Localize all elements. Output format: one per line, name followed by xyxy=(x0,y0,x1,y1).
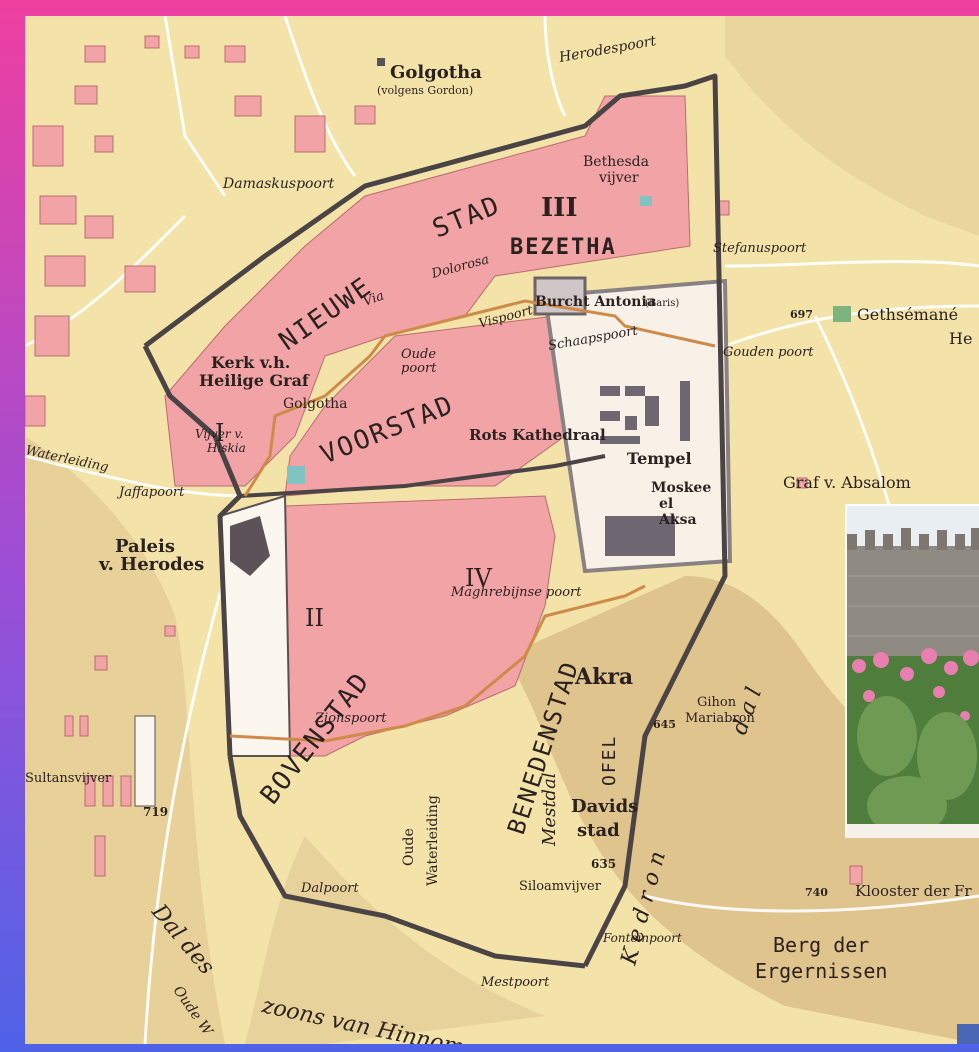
label-nieuwe: NIEUWE xyxy=(274,271,378,356)
label-akra: Akra xyxy=(574,664,633,690)
label-rots-kathedraal: Rots Kathedraal xyxy=(469,426,606,444)
label-gethsemane: Gethsémané xyxy=(857,305,958,324)
label-elev-697: 697 xyxy=(790,308,813,321)
label-jaffapoort: Jaffapoort xyxy=(116,485,185,500)
label-elev-645: 645 xyxy=(653,718,676,731)
golgotha-gordon-marker xyxy=(377,58,385,66)
label-oude-wl-2: Waterleiding xyxy=(425,795,441,886)
temple-mount xyxy=(533,276,733,574)
label-burcht-antonia: Burcht Antonia xyxy=(535,294,656,310)
inset-photo xyxy=(845,504,979,838)
label-gouden-poort: Gouden poort xyxy=(723,345,814,360)
label-damaskuspoort: Damaskuspoort xyxy=(222,176,335,192)
jerusalem-map: NIEUWE STAD III BEZETHA VOORSTAD I II IV… xyxy=(25,16,979,1044)
hezekiah-pool xyxy=(287,466,305,484)
label-ofel: OFEL xyxy=(599,735,620,786)
label-mestpoort: Mestpoort xyxy=(480,975,550,990)
label-dolorosa: Dolorosa xyxy=(429,252,491,282)
label-burcht-antonia-sub: (Baris) xyxy=(645,298,679,309)
label-stad: STAD xyxy=(428,190,505,244)
label-moskee-1: Moskee xyxy=(651,480,711,496)
label-waterleiding: Waterleiding xyxy=(25,443,110,475)
label-paleis-1: Paleis xyxy=(115,536,175,557)
label-elev-740: 740 xyxy=(805,886,828,899)
label-moskee-2: el xyxy=(659,496,673,512)
label-sultansvijver: Sultansvijver xyxy=(25,771,112,786)
city-walls xyxy=(142,73,728,969)
label-bethesda: Bethesda xyxy=(583,154,649,170)
bethesda-pool xyxy=(640,196,652,206)
label-golgotha: Golgotha xyxy=(283,396,347,412)
label-tempel: Tempel xyxy=(627,449,692,468)
label-golgotha-gordon-sub: (volgens Gordon) xyxy=(377,84,473,97)
label-golgotha-gordon: Golgotha xyxy=(390,62,482,83)
corner-block xyxy=(957,1024,979,1044)
outer-buildings xyxy=(25,35,863,885)
sultans-pool xyxy=(134,715,156,807)
label-num-ii: II xyxy=(305,604,324,632)
label-oude-wl-1: Oude xyxy=(401,828,417,866)
label-dal-des: Dal des xyxy=(146,899,219,980)
map-labels: NIEUWE STAD III BEZETHA VOORSTAD I II IV… xyxy=(25,33,972,1044)
label-vijver-2: Hiskia xyxy=(206,441,246,455)
label-dalpoort: Dalpoort xyxy=(300,881,360,896)
label-gihon-2: Mariabron xyxy=(685,711,756,726)
label-oude-1: Oude xyxy=(401,347,436,362)
label-kedron-1: K e d r o n xyxy=(616,849,671,969)
label-heilige-graf: Heilige Graf xyxy=(199,371,310,390)
label-gethsemane-2: He xyxy=(949,329,972,348)
label-herodespoort: Herodespoort xyxy=(557,33,658,66)
photo-drawing xyxy=(847,506,979,838)
label-fonteinpoort: Fonteinpoort xyxy=(602,931,682,945)
label-zionspoort: Zionspoort xyxy=(314,711,387,726)
label-num-iv: IV xyxy=(465,564,492,592)
second-wall xyxy=(229,299,716,743)
gethsemane-marker xyxy=(833,306,851,322)
map-drawing xyxy=(25,16,979,1044)
label-bezetha: BEZETHA xyxy=(510,235,617,260)
label-zoons: zoons van Hinnom xyxy=(259,993,467,1044)
label-berg-2: Ergernissen xyxy=(755,959,887,983)
label-num-i: I xyxy=(215,419,224,447)
city-areas xyxy=(164,95,691,757)
label-siloam: Siloamvijver xyxy=(519,879,602,894)
label-gihon-1: Gihon xyxy=(697,695,737,710)
label-klooster: Klooster der Fr xyxy=(855,882,972,900)
label-schaapspoort: Schaapspoort xyxy=(547,323,639,354)
label-maghrebijnse: Maghrebijnse poort xyxy=(450,585,582,600)
herod-palace xyxy=(218,494,292,757)
label-mestdal: Mestdal xyxy=(539,772,560,847)
label-bovenstad: BOVENSTAD xyxy=(255,667,376,811)
label-via: Via xyxy=(361,288,386,309)
label-davids-2: stad xyxy=(577,820,620,841)
label-kerk: Kerk v.h. xyxy=(211,353,290,372)
label-berg-1: Berg der xyxy=(773,933,869,957)
label-oude-2: poort xyxy=(401,361,437,376)
label-paleis-2: v. Herodes xyxy=(98,554,204,575)
hill-shading xyxy=(25,16,979,1044)
label-bethesda-sub: vijver xyxy=(598,170,639,186)
label-stefanuspoort: Stefanuspoort xyxy=(713,241,807,256)
label-oude-w: Oude W xyxy=(170,983,216,1040)
label-elev-719: 719 xyxy=(143,805,168,819)
label-davids-1: Davids xyxy=(571,796,638,817)
label-kedron-2: d a l xyxy=(727,684,767,738)
label-elev-635: 635 xyxy=(591,857,616,871)
label-vijver-1: Vijver v. xyxy=(195,427,244,441)
label-graf-absalom: Graf v. Absalom xyxy=(783,473,911,492)
label-moskee-3: Aksa xyxy=(658,512,697,528)
label-num-iii: III xyxy=(541,193,578,223)
label-vispoort: Vispoort xyxy=(477,303,535,332)
